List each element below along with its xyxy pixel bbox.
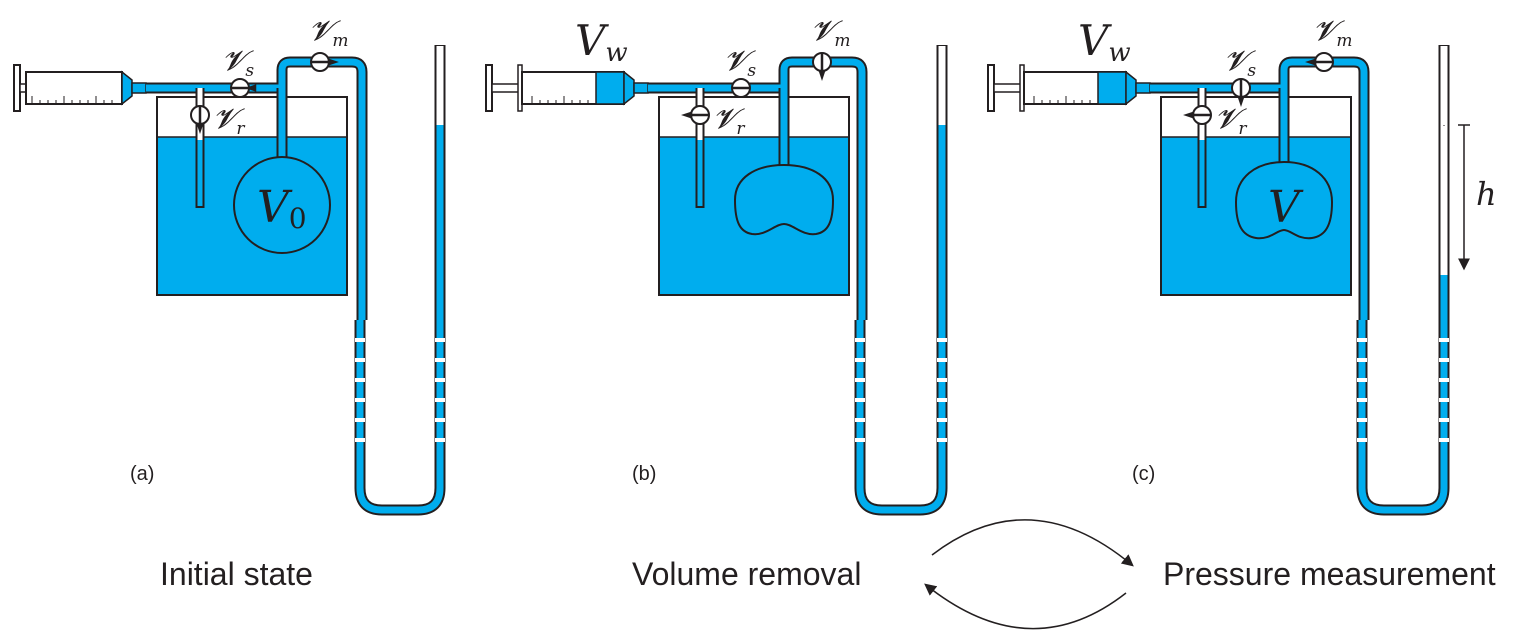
valve-m-label-a: 𝓥m [309, 14, 348, 51]
balloon-c [1234, 160, 1334, 240]
cycle-arrows [924, 519, 1134, 630]
balloon-a [233, 156, 331, 254]
valve-s-label-c: 𝓥s [1224, 44, 1256, 81]
manometer-c [1356, 45, 1450, 516]
caption-a: Initial state [160, 556, 313, 592]
syringe-label-b: Vw [575, 16, 628, 68]
panel-c: h Vw 𝓥s 𝓥r 𝓥m V (c) Pressure measurement [987, 14, 1497, 592]
balloon-b [733, 163, 835, 236]
valve-s-c[interactable] [1231, 78, 1251, 107]
valve-m-a[interactable] [310, 52, 339, 72]
valve-m-b[interactable] [812, 52, 832, 81]
syringe-b [485, 64, 649, 112]
valve-r-b[interactable] [681, 105, 710, 125]
panel-b: Vw 𝓥s 𝓥r 𝓥m (b) Volume removal [485, 14, 948, 592]
arrow-to-pressure [931, 519, 1134, 567]
valve-s-b[interactable] [731, 78, 751, 98]
arrow-to-removal [924, 583, 1127, 630]
valve-r-label-c: 𝓥r [1215, 102, 1247, 139]
panel-a: 𝓥s 𝓥r 𝓥m V0 (a) Initial state [13, 14, 446, 592]
valve-r-label-a: 𝓥r [213, 102, 245, 139]
syringe-label-c: Vw [1078, 16, 1131, 68]
valve-s-label-a: 𝓥s [222, 44, 254, 81]
balloon-label-c: V [1268, 182, 1304, 233]
panel-label-a: (a) [130, 463, 154, 485]
height-label: h [1476, 175, 1497, 213]
syringe-c [987, 64, 1151, 112]
height-arrow [1458, 124, 1470, 271]
caption-c: Pressure measurement [1163, 556, 1496, 592]
panel-label-b: (b) [632, 463, 656, 485]
caption-b: Volume removal [632, 556, 861, 592]
valve-m-label-b: 𝓥m [811, 14, 850, 51]
syringe-a [13, 64, 147, 112]
manometer-a [354, 45, 446, 516]
valve-s-label-b: 𝓥s [724, 44, 756, 81]
valve-m-c[interactable] [1305, 52, 1334, 72]
valve-r-a[interactable] [190, 105, 210, 134]
valve-s-a[interactable] [230, 78, 257, 98]
valve-r-label-b: 𝓥r [713, 102, 745, 139]
panel-label-c: (c) [1132, 463, 1155, 485]
valve-r-c[interactable] [1183, 105, 1212, 125]
manometer-b [854, 45, 948, 516]
balloon-label-a: V0 [257, 182, 307, 235]
valve-m-label-c: 𝓥m [1313, 14, 1352, 51]
